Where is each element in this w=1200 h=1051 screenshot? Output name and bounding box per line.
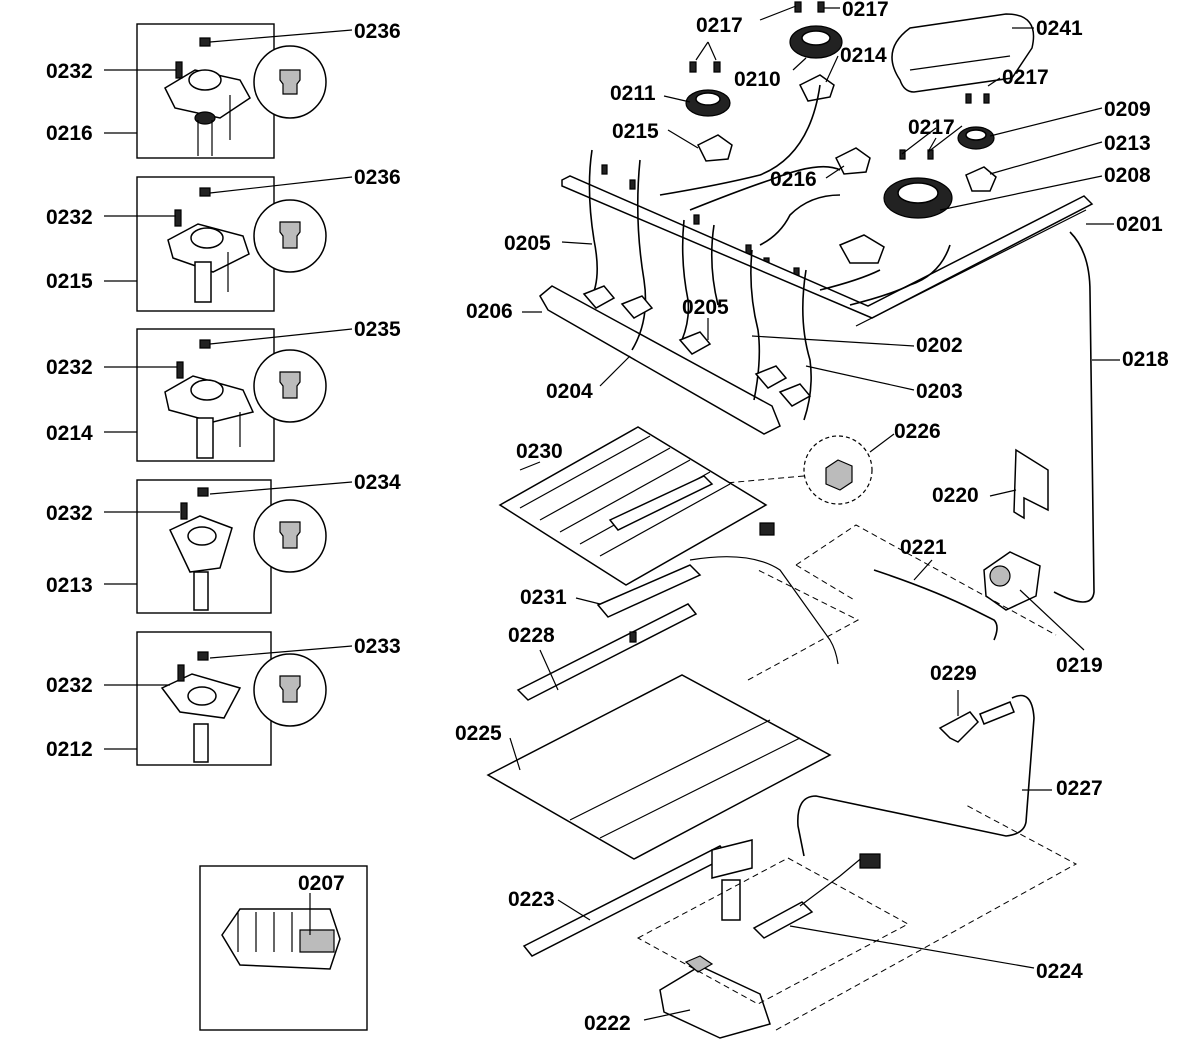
label-0227: 0227 [1056,777,1103,800]
label-0201: 0201 [1116,213,1163,236]
label-0207: 0207 [298,872,345,895]
label-0228: 0228 [508,624,555,647]
label-0222: 0222 [584,1012,631,1035]
oven-burner-0230 [498,426,775,586]
label-0203: 0203 [916,380,963,403]
label-0224: 0224 [1036,960,1083,983]
label-0205: 0205 [504,232,551,255]
dashed-outlines [636,569,1078,1031]
detail-box-0212 [136,631,327,766]
label-0235: 0235 [354,318,401,341]
label-0229: 0229 [930,662,977,685]
burner-bases [696,74,997,264]
label-0212: 0212 [46,738,93,761]
label-0213: 0213 [1104,132,1151,155]
label-0226: 0226 [894,420,941,443]
detail-box-0216 [136,23,327,159]
label-0218: 0218 [1122,348,1169,371]
label-0215: 0215 [612,120,659,143]
label-0213: 0213 [46,574,93,597]
label-0209: 0209 [1104,98,1151,121]
tube-0227 [797,694,1035,857]
label-0232: 0232 [46,502,93,525]
bracket-0223 [522,839,753,957]
tube-0221 [795,524,1057,641]
label-0241: 0241 [1036,17,1083,40]
label-0234: 0234 [354,471,401,494]
griddle-cover-0241 [891,13,1035,93]
label-0211: 0211 [610,82,656,105]
label-0231: 0231 [520,586,567,609]
label-0221: 0221 [900,536,947,559]
part-labels: 0236 0232 0216 0236 0232 0215 0235 0232 … [46,0,1169,1035]
safety-valve-0222 [659,955,771,1039]
label-0236: 0236 [354,20,401,43]
valves [582,285,812,407]
bracket-0228 [516,603,698,701]
label-0219: 0219 [1056,654,1103,677]
label-0215: 0215 [46,270,93,293]
label-0202: 0202 [916,334,963,357]
label-0214: 0214 [840,44,887,67]
label-0214: 0214 [46,422,93,445]
detail-box-0215 [136,176,327,312]
label-0217: 0217 [696,14,743,37]
label-0230: 0230 [516,440,563,463]
igniter-0224 [752,853,881,939]
leader-lines [104,5,1120,1021]
label-0216: 0216 [46,122,93,145]
igniter-0231 [596,556,839,665]
label-0216: 0216 [770,168,817,191]
broil-burner-0225 [486,674,832,860]
label-0204: 0204 [546,380,593,403]
label-0217: 0217 [1002,66,1049,89]
label-0236: 0236 [354,166,401,189]
detail-box-0213 [136,479,327,614]
label-0208: 0208 [1104,164,1151,187]
label-0217: 0217 [842,0,889,21]
label-0233: 0233 [354,635,401,658]
bracket-0220 [1013,448,1049,520]
gas-tubes [588,84,1095,603]
label-0220: 0220 [932,484,979,507]
detail-box-0214 [136,328,327,462]
label-0225: 0225 [455,722,502,745]
label-0206: 0206 [466,300,513,323]
label-0205: 0205 [682,296,729,319]
label-0210: 0210 [734,68,781,91]
label-0232: 0232 [46,60,93,83]
label-0232: 0232 [46,206,93,229]
label-0217: 0217 [908,116,955,139]
label-0223: 0223 [508,888,555,911]
burner-caps [685,25,995,219]
manifold-and-rail [539,175,1094,435]
elbow-0229 [938,701,1015,743]
label-0232: 0232 [46,674,93,697]
label-0232: 0232 [46,356,93,379]
